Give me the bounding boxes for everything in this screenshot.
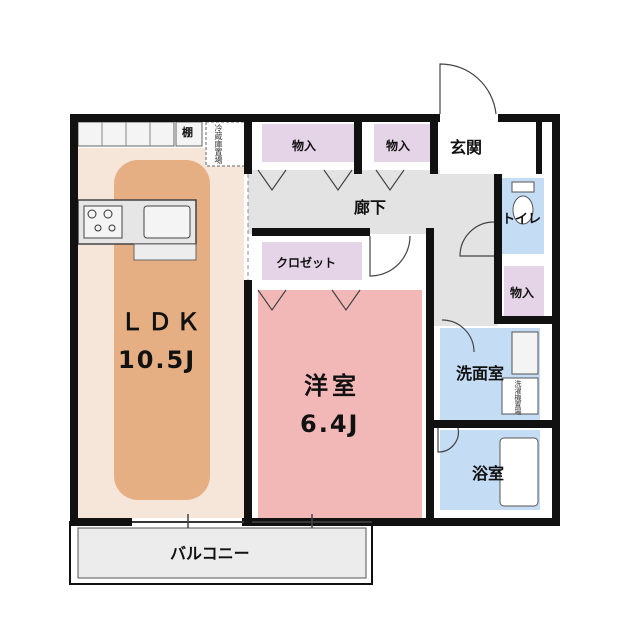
washroom-label: 洗面室 xyxy=(456,364,505,383)
ldk-size: 10.5J xyxy=(118,346,197,374)
balcony-windows xyxy=(132,514,372,528)
ldk-name: ＬＤＫ xyxy=(120,308,204,336)
storage-2-floor xyxy=(374,124,430,162)
entrance-floor xyxy=(440,120,500,174)
toilet-bowl xyxy=(512,195,534,225)
bathroom-label: 浴室 xyxy=(472,464,505,483)
storage-2-label: 物入 xyxy=(386,139,411,153)
toilet-tank xyxy=(511,181,535,193)
closet-floor xyxy=(262,242,362,280)
burner-1 xyxy=(87,209,97,219)
corridor-label: 廊下 xyxy=(354,198,387,217)
burner-2 xyxy=(103,209,113,219)
fridge-space-box xyxy=(205,121,247,167)
corridor-floor-2 xyxy=(428,230,498,326)
washer-space-box xyxy=(501,377,539,415)
fridge-space-label: 冷蔵庫置場 xyxy=(214,124,223,164)
shelf-label: 棚 xyxy=(182,126,193,139)
balcony-inner xyxy=(77,527,367,579)
door-swings xyxy=(257,63,497,453)
bathtub xyxy=(499,437,539,507)
washer-space-label: 洗濯機置場 xyxy=(514,380,522,415)
burner-4 xyxy=(108,224,116,232)
western-size: 6.4J xyxy=(300,410,360,438)
toilet-label: トイレ xyxy=(502,212,542,227)
burner-3 xyxy=(94,224,102,232)
western-floor xyxy=(258,290,422,518)
storage-3-label: 物入 xyxy=(510,286,535,300)
storage-1-floor xyxy=(262,124,354,162)
sink xyxy=(143,205,191,239)
western-name: 洋室 xyxy=(304,372,360,400)
counter-lower xyxy=(133,243,197,261)
storage-1-label: 物入 xyxy=(292,139,317,153)
stove-top xyxy=(83,205,123,239)
walls xyxy=(70,114,560,526)
storage-3-floor xyxy=(504,266,544,316)
shelf-box xyxy=(175,121,203,147)
vanity xyxy=(511,331,539,375)
entrance-label: 玄関 xyxy=(450,138,483,157)
closet-label: クロゼット xyxy=(276,256,337,270)
balcony-label: バルコニー xyxy=(170,544,250,563)
corridor-floor xyxy=(248,170,498,234)
